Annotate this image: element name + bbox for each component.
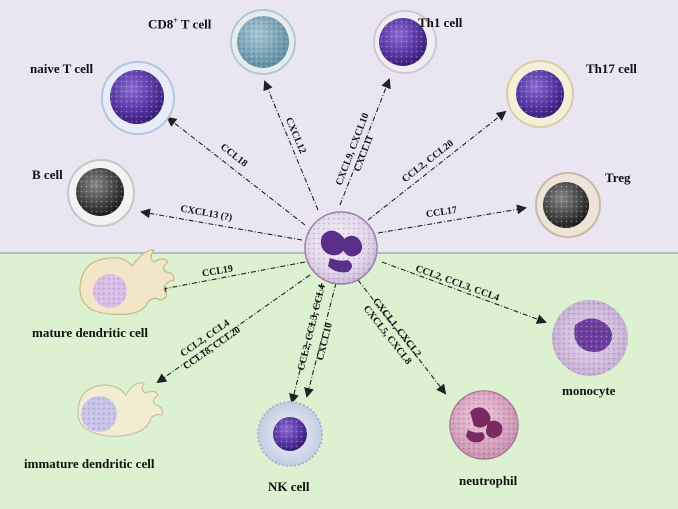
- th1-cell-image: [373, 10, 437, 74]
- nk-cell-label: NK cell: [268, 479, 310, 494]
- arrow-to-cd8: [263, 80, 319, 211]
- b-cell-label: B cell: [32, 167, 63, 182]
- treg-label: Treg: [605, 170, 631, 185]
- center-cell: [304, 211, 378, 285]
- arrow-to-treg: [377, 204, 527, 234]
- mature-dendritic-cell-image: [79, 249, 175, 316]
- cd8-t-cell-label: CD8+ T cell: [148, 16, 212, 32]
- monocyte-image: [552, 300, 628, 376]
- neutrophil-label: neutrophil: [459, 473, 518, 488]
- naive-t-cell-label: naive T cell: [30, 61, 94, 76]
- arrow-to-naive: [166, 116, 306, 226]
- th1-cell-label: Th1 cell: [418, 15, 463, 30]
- immature-dendritic-cell-label: immature dendritic cell: [24, 456, 155, 471]
- arrow-to-th17: [367, 110, 507, 221]
- b-cell-image: [67, 159, 135, 227]
- nk-cell-image: [257, 401, 323, 467]
- arrow-group: [140, 78, 547, 404]
- arrow-to-nk-2: [304, 282, 337, 398]
- arrow-to-mature-dc: [156, 261, 306, 294]
- th17-cell-label: Th17 cell: [586, 61, 637, 76]
- arrow-to-immature-dc: [156, 274, 311, 384]
- arrow-to-th1: [339, 78, 391, 206]
- cd8-t-cell-image: [230, 9, 296, 75]
- arrow-to-bcell: [140, 208, 303, 241]
- mature-dendritic-cell-label: mature dendritic cell: [32, 325, 149, 340]
- naive-t-cell-image: [101, 61, 175, 135]
- th17-cell-image: [506, 60, 574, 128]
- treg-image: [535, 172, 601, 238]
- neutrophil-image: [449, 390, 519, 460]
- immature-dendritic-cell-image: [77, 382, 163, 437]
- arrow-to-monocyte: [381, 261, 547, 324]
- monocyte-label: monocyte: [562, 383, 616, 398]
- arrow-to-nk-1: [289, 282, 323, 404]
- arrow-to-neutrophil: [357, 279, 447, 395]
